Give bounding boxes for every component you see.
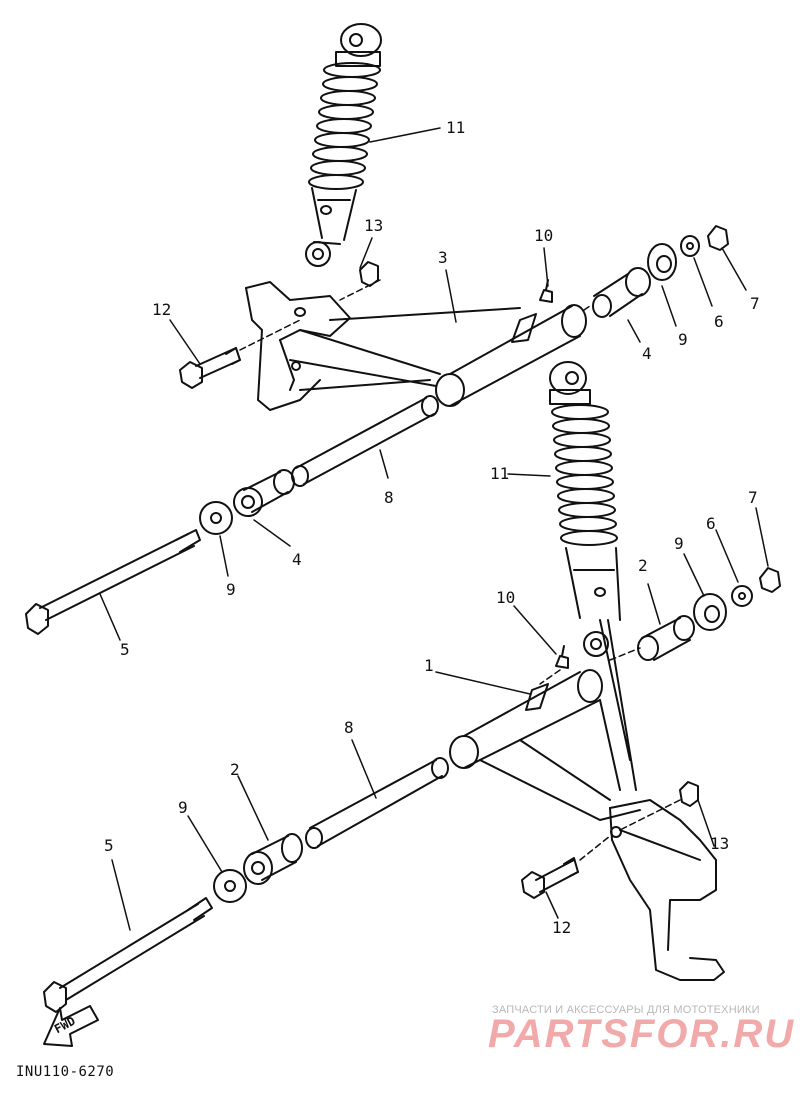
leader-lines <box>99 127 769 931</box>
upper-a-arm <box>245 281 587 411</box>
callout-3: 3 <box>438 248 448 267</box>
callout-13-upper: 13 <box>364 216 384 235</box>
callout-4-upper-left: 4 <box>292 550 302 569</box>
upper-right-bushing-stack <box>592 225 729 318</box>
callout-12-upper: 12 <box>152 300 172 319</box>
shock-absorber-lower <box>549 361 637 791</box>
callout-12-lower: 12 <box>552 918 572 937</box>
callout-8-lower: 8 <box>344 718 354 737</box>
callout-11-upper: 11 <box>446 118 466 137</box>
lower-right-bushing-stack <box>637 567 781 661</box>
callout-6-upper: 6 <box>714 312 724 331</box>
callout-9-upper-right: 9 <box>678 330 688 349</box>
callout-9-lower-left: 9 <box>178 798 188 817</box>
callout-4-upper-right: 4 <box>642 344 652 363</box>
upper-left-bushing-stack <box>199 395 439 535</box>
watermark-logo: PARTSFOR.RU <box>488 1012 796 1056</box>
shock-absorber-upper <box>305 23 382 267</box>
lower-a-arm <box>449 669 725 981</box>
diagram-code: INU110-6270 <box>16 1064 115 1080</box>
callout-5-lower: 5 <box>104 836 114 855</box>
callout-8-upper: 8 <box>384 488 394 507</box>
callout-1: 1 <box>424 656 434 675</box>
callout-7-lower: 7 <box>748 488 758 507</box>
fwd-arrow-icon <box>43 1005 99 1047</box>
callout-13-lower: 13 <box>710 834 730 853</box>
bolt-lower <box>43 897 213 1013</box>
callout-10-upper: 10 <box>534 226 554 245</box>
lower-left-bushing-stack <box>213 757 449 903</box>
callout-6-lower: 6 <box>706 514 716 533</box>
callout-2-lower-left: 2 <box>230 760 240 779</box>
callout-7-upper: 7 <box>750 294 760 313</box>
callout-9-upper-left: 9 <box>226 580 236 599</box>
bolt-upper <box>25 529 201 635</box>
callout-2-lower-right: 2 <box>638 556 648 575</box>
callout-11-lower: 11 <box>490 464 510 483</box>
callout-5-upper: 5 <box>120 640 130 659</box>
watermark-subtitle: ЗАПЧАСТИ И АКСЕССУАРЫ ДЛЯ МОТОТЕХНИКИ <box>492 1004 760 1016</box>
assembly-lines <box>239 279 681 861</box>
small-fasteners <box>179 261 699 899</box>
callout-10-lower: 10 <box>496 588 516 607</box>
callout-9-lower-right: 9 <box>674 534 684 553</box>
